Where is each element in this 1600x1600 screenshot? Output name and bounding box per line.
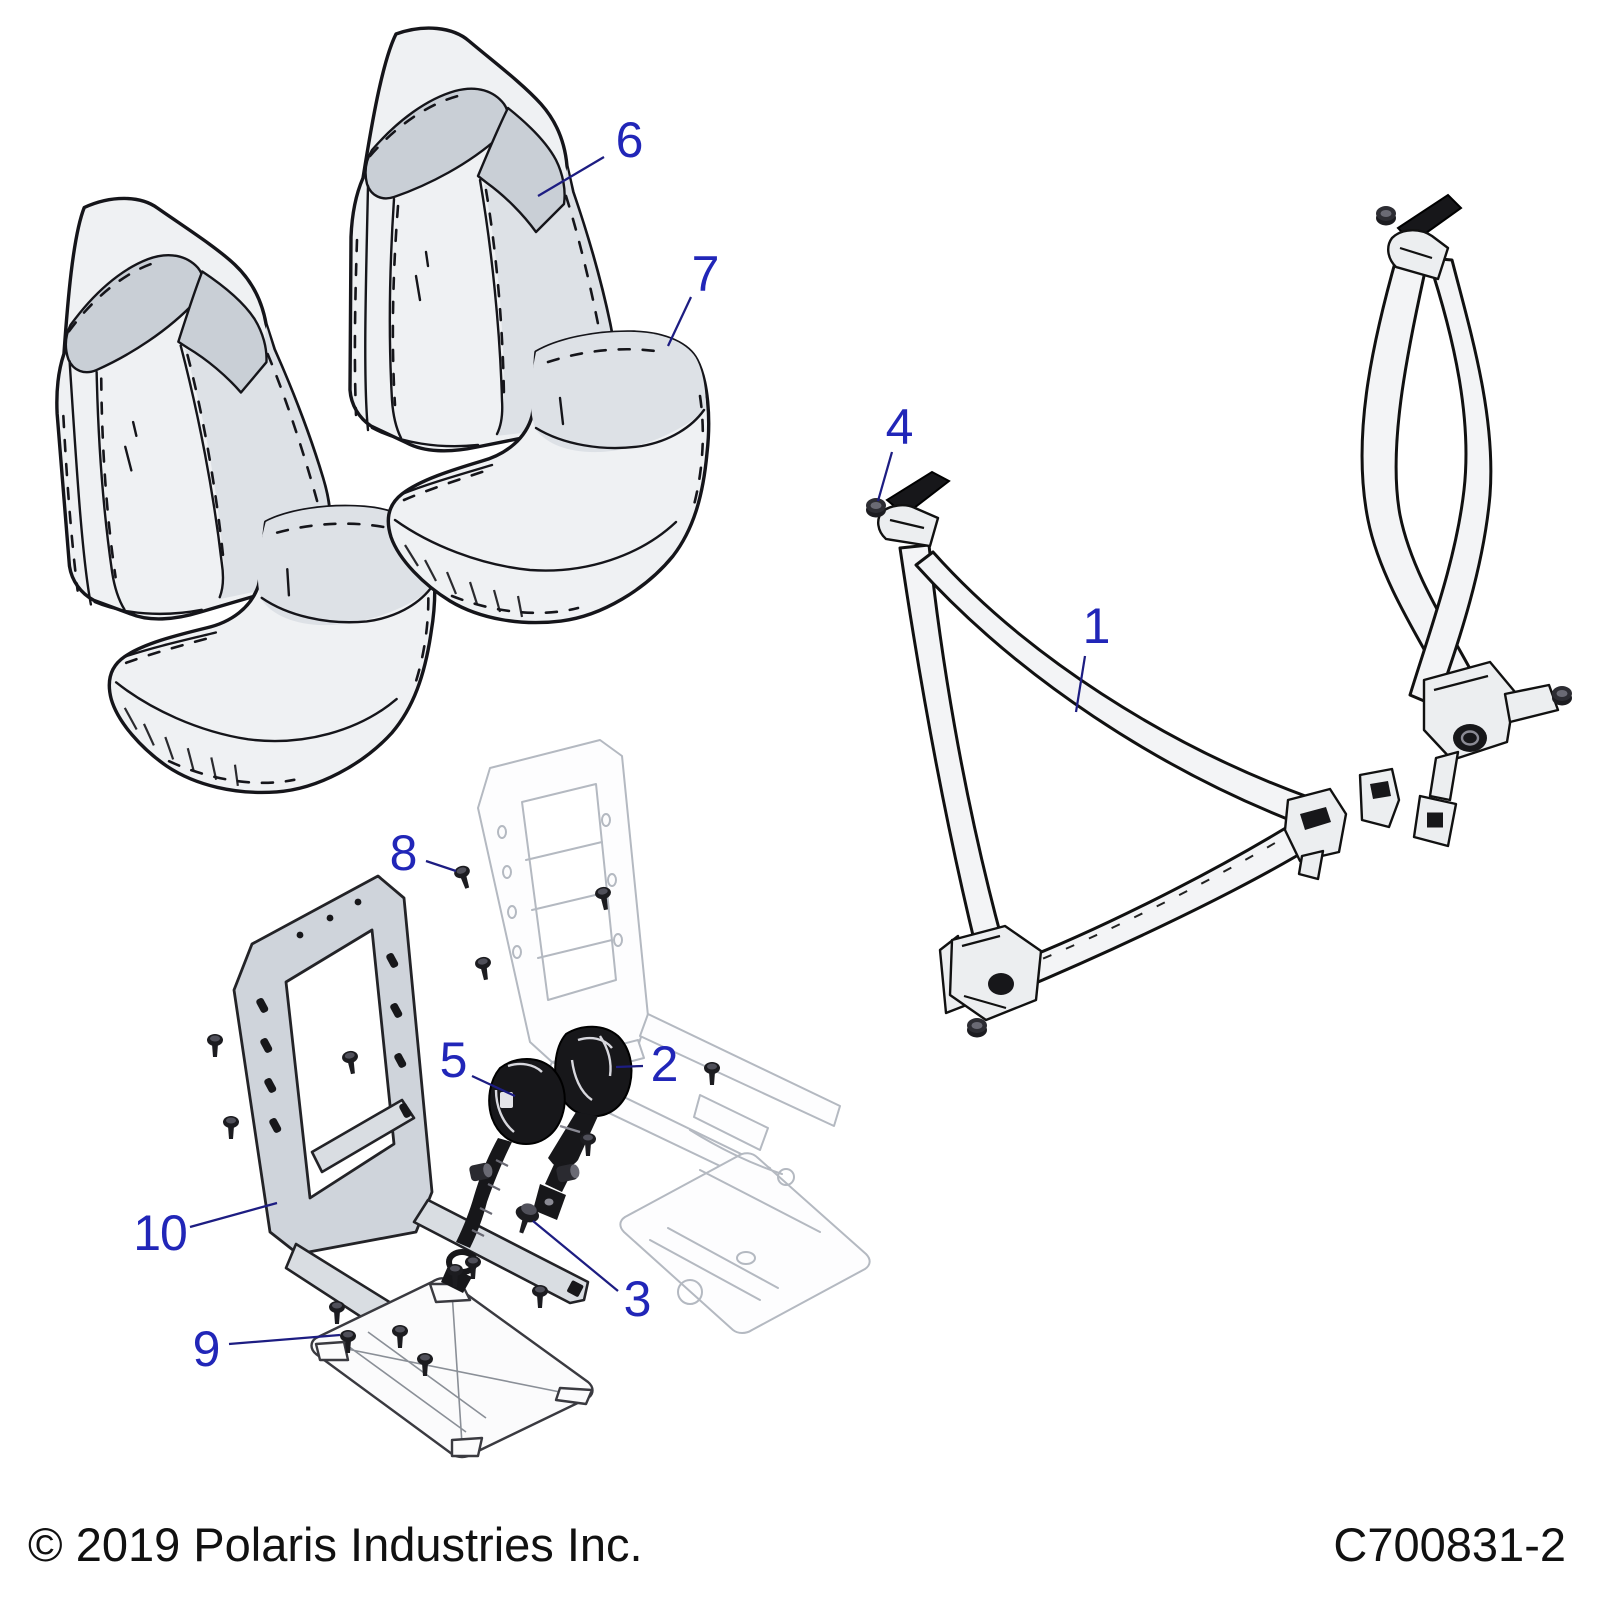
belt-latch-right-2: [1358, 767, 1401, 829]
belt-latch-left: [1283, 787, 1348, 881]
drawing-number: C700831-2: [1333, 1518, 1566, 1571]
belt-anchor-left: [877, 470, 951, 548]
belt-strap-nut-right: [1552, 686, 1572, 706]
bolt-8: [452, 863, 475, 891]
copyright-text: © 2019 Polaris Industries Inc.: [28, 1518, 643, 1571]
bolt-3: [515, 1203, 540, 1234]
seat-belt-assembly-left: [866, 470, 1348, 1038]
seat-frame-left: [232, 874, 594, 1459]
fastener-bolts: [207, 863, 720, 1376]
belt-retractor-nut-left: [967, 1018, 987, 1038]
belt-anchor-nut-right: [1376, 206, 1396, 226]
belt-latch-right: [1412, 750, 1460, 848]
belt-anchor-nut-4: [866, 498, 886, 518]
seat-frame-right-ghost: [477, 739, 871, 1334]
belt-retractor-left: [938, 924, 1043, 1022]
belt-anchor-right: [1387, 193, 1463, 281]
seat-belt-assembly-right: [1358, 193, 1572, 848]
belt-retractor-right: [1422, 660, 1560, 762]
